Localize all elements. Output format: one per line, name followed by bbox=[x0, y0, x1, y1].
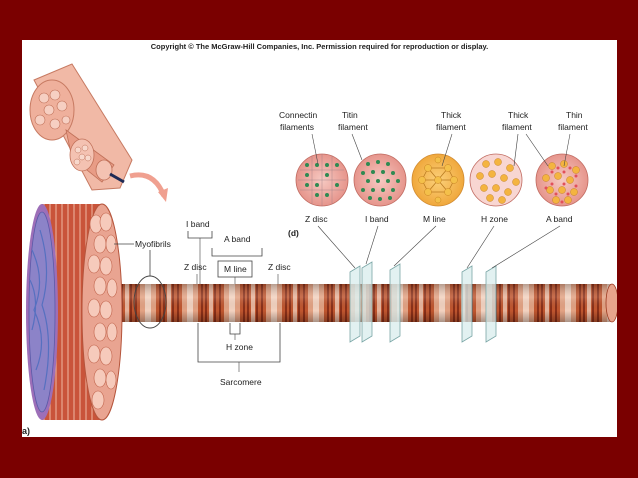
filament-leader-lines bbox=[311, 133, 571, 167]
panel-d-label: (d) bbox=[288, 228, 299, 238]
filament-labels: Connectin filaments Titin filament Thick… bbox=[279, 110, 588, 132]
titin-label-line2: filament bbox=[338, 122, 368, 132]
myofibrils-label: Myofibrils bbox=[135, 239, 171, 249]
xs-m-line-label: M line bbox=[423, 214, 446, 224]
cross-section-a-band bbox=[535, 153, 589, 207]
titin-label-line1: Titin bbox=[342, 110, 358, 120]
connectin-label-line1: Connectin bbox=[279, 110, 318, 120]
xs-a-band-label: A band bbox=[546, 214, 573, 224]
z-disc-left-label: Z disc bbox=[184, 262, 207, 272]
cross-section-leader-lines bbox=[317, 225, 561, 269]
z-disc-right-label: Z disc bbox=[268, 262, 291, 272]
copyright-notice: Copyright © The McGraw-Hill Companies, I… bbox=[150, 42, 489, 51]
muscle-bundle-illustration bbox=[29, 63, 168, 202]
muscle-fiber-drum bbox=[26, 203, 123, 421]
connectin-label-line2: filaments bbox=[280, 122, 314, 132]
cross-section-i-band bbox=[353, 153, 407, 207]
cross-section-labels: Z disc I band M line H zone A band (d) bbox=[288, 214, 573, 238]
a-band-label: A band bbox=[224, 234, 251, 244]
figure-slide: Copyright © The McGraw-Hill Companies, I… bbox=[22, 40, 617, 437]
xs-i-band-label: I band bbox=[365, 214, 389, 224]
h-zone-label: H zone bbox=[226, 342, 253, 352]
i-band-label: I band bbox=[186, 219, 210, 229]
thick-filament-2-line2: filament bbox=[502, 122, 532, 132]
muscle-structure-diagram: Myofibrils I band A band Z disc M line Z… bbox=[22, 63, 617, 436]
thick-filament-1-line2: filament bbox=[436, 122, 466, 132]
sarcomere-annotations: I band A band Z disc M line Z disc H zon… bbox=[184, 219, 291, 387]
sarcomere-label: Sarcomere bbox=[220, 377, 262, 387]
thin-filament-line1: Thin bbox=[566, 110, 583, 120]
panel-a-label: a) bbox=[22, 426, 30, 436]
cross-section-z-disc bbox=[295, 153, 349, 207]
thick-filament-2-line1: Thick bbox=[508, 110, 529, 120]
thin-filament-line2: filament bbox=[558, 122, 588, 132]
cross-section-h-zone bbox=[469, 153, 523, 207]
xs-z-disc-label: Z disc bbox=[305, 214, 328, 224]
m-line-label: M line bbox=[224, 264, 247, 274]
section-planes bbox=[349, 261, 497, 343]
cross-section-m-line bbox=[411, 153, 465, 207]
thick-filament-1-line1: Thick bbox=[441, 110, 462, 120]
xs-h-zone-label: H zone bbox=[481, 214, 508, 224]
